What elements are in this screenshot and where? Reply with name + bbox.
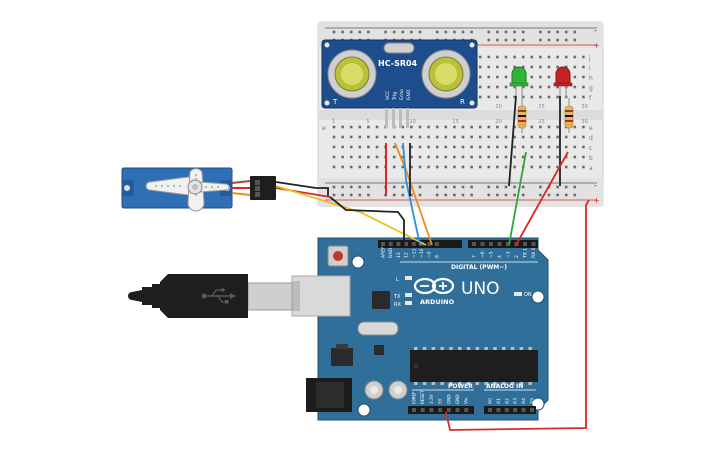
arduino-logo-icon — [413, 277, 455, 295]
power-pin-label: 5V — [438, 398, 443, 404]
sensor-pin-gnd: GND — [406, 89, 412, 100]
ultrasonic-sensor[interactable]: HC-SR04 T R VCC Trig Echo GND — [321, 39, 478, 128]
column-number: 25 — [538, 104, 544, 110]
sensor-pin-trig: Trig — [392, 92, 398, 101]
bottom-plus-label: + — [593, 196, 600, 205]
voltage-regulator — [331, 348, 353, 366]
row-c: c — [589, 145, 592, 152]
power-label: POWER — [448, 383, 473, 390]
analog-pin-label: A4 — [521, 398, 527, 404]
row-h: h — [589, 75, 593, 82]
green-led-signal-wire[interactable] — [508, 151, 527, 246]
analog-pin-label: A0 — [488, 398, 494, 404]
digital-pin-label: GND — [388, 247, 394, 258]
digital-pin-label: ~3 — [506, 251, 512, 258]
brand-label: ARDUINO — [420, 298, 455, 306]
analog-pin-label: A5 — [530, 398, 536, 404]
on-label: ON — [524, 292, 532, 298]
usb-icon — [201, 288, 236, 304]
analog-pin-label: A1 — [496, 398, 502, 404]
column-number: 30 — [581, 104, 587, 110]
ground-wire[interactable] — [329, 196, 405, 245]
row-e-left: e — [322, 125, 326, 132]
chip-pins — [414, 347, 532, 385]
power-header-pins — [412, 408, 534, 412]
row-f: f — [589, 95, 592, 102]
row-e: e — [589, 125, 593, 132]
green-led-ground-wire[interactable] — [508, 95, 517, 187]
servo-motor[interactable] — [121, 167, 233, 212]
analog-label: ANALOG IN — [486, 383, 523, 390]
row-b: b — [589, 155, 593, 162]
usb-chip — [372, 291, 390, 309]
board-name: UNO — [461, 279, 500, 299]
servo-connector[interactable] — [250, 176, 276, 200]
servo-ground-wire[interactable] — [275, 181, 329, 196]
digital-pin-label: TX 1 — [523, 248, 529, 259]
digital-pin-label: RX 0 — [531, 247, 537, 258]
column-number: 30 — [581, 119, 587, 125]
digital-pin-label: 8 — [434, 255, 440, 258]
digital-pin-label: AREF — [381, 246, 387, 258]
red-led-signal-wire[interactable] — [515, 151, 569, 246]
row-j: j — [588, 55, 591, 62]
echo-wire[interactable] — [402, 142, 421, 246]
power-pin-label: IOREF — [412, 391, 417, 404]
sensor-label: HC-SR04 — [378, 59, 418, 68]
digital-pin-label: ~6 — [480, 251, 486, 258]
column-number: 15 — [452, 119, 458, 125]
atmega-chip — [410, 350, 538, 382]
usb-cable[interactable] — [128, 274, 351, 318]
column-number: 5 — [366, 119, 369, 125]
row-d: d — [589, 135, 593, 142]
column-number: 20 — [495, 104, 501, 110]
sensor-pin-echo: Echo — [399, 89, 405, 100]
digital-pin-label: 12 — [404, 252, 410, 258]
led-rx-label: RX — [394, 302, 401, 308]
led-tx-label: TX — [393, 294, 401, 300]
digital-pin-label: 13 — [396, 252, 402, 258]
bottom-minus-label: - — [594, 181, 597, 190]
servo-horn-holes — [154, 173, 220, 197]
green-led[interactable] — [509, 66, 529, 98]
row-g: g — [589, 85, 593, 92]
crystal-oscillator — [357, 321, 399, 336]
five-volt-wire[interactable] — [445, 199, 590, 431]
power-pin-label: 3.3V — [429, 394, 434, 404]
digital-pin-label: ~5 — [489, 251, 495, 258]
digital-pin-label: 7 — [472, 255, 478, 258]
power-pin-label: GND — [446, 394, 451, 404]
power-pin-label: GND — [455, 394, 460, 404]
usb-port — [291, 275, 351, 317]
led-l-label: L — [396, 277, 399, 283]
digital-pin-label: 4 — [497, 255, 503, 258]
digital-pin-label: ~9 — [427, 251, 433, 258]
sensor-t-mark: T — [332, 98, 338, 106]
digital-pin-label: ~11 — [411, 248, 417, 258]
power-pin-label: RESET — [420, 390, 425, 404]
column-number: 25 — [538, 119, 544, 125]
analog-pin-label: A3 — [513, 398, 519, 404]
digital-pin-label: 2 — [514, 255, 520, 258]
power-pin-label: Vin — [464, 397, 469, 404]
digital-label: DIGITAL (PWM~) — [451, 264, 507, 271]
green-led-resistor[interactable] — [517, 98, 527, 133]
sensor-pin-vcc: VCC — [385, 91, 391, 100]
column-number: 1 — [332, 119, 335, 125]
column-number: 10 — [409, 119, 415, 125]
column-number: 20 — [495, 119, 501, 125]
sensor-r-mark: R — [460, 98, 465, 106]
top-minus-label: - — [594, 26, 597, 35]
row-i: i — [589, 65, 591, 72]
analog-pin-label: A2 — [504, 398, 510, 404]
red-led-resistor[interactable] — [564, 98, 574, 133]
row-a: a — [589, 165, 593, 172]
digital-pin-label: ~10 — [419, 248, 425, 258]
top-plus-label: + — [593, 41, 600, 50]
red-led[interactable] — [553, 66, 573, 98]
